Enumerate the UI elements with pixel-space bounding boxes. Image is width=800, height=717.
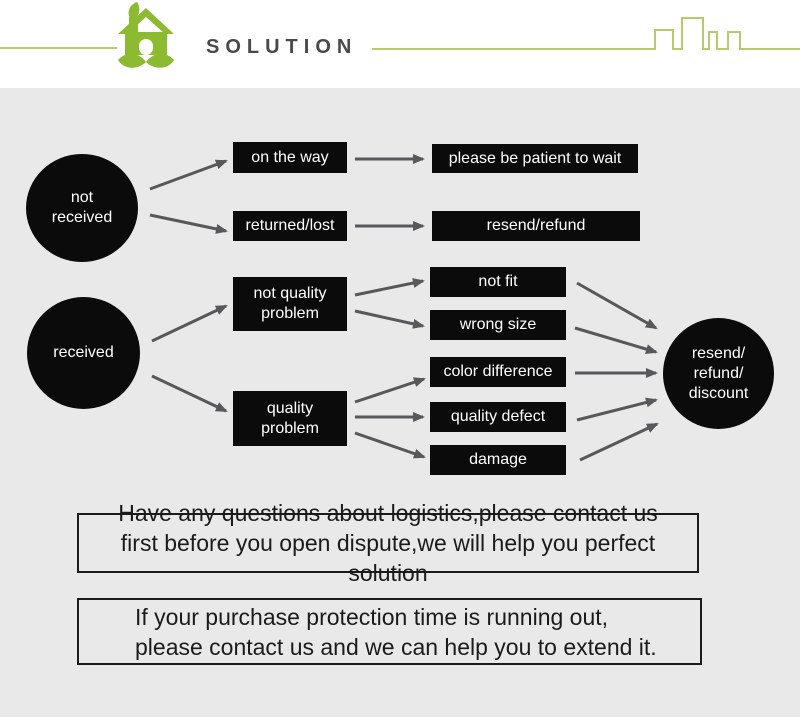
node-quality-defect: quality defect <box>430 402 566 432</box>
node-on-the-way: on the way <box>233 142 347 173</box>
node-not-received: not received <box>26 154 138 262</box>
note-logistics-line2: first before you open dispute,we will he… <box>120 530 656 586</box>
arrow-quality-defect-to-outcome <box>576 397 658 422</box>
header-left-line <box>0 47 117 49</box>
node-not-fit: not fit <box>430 267 566 297</box>
arrow-damage-to-outcome <box>579 422 659 462</box>
header-banner: SOLUTION <box>0 0 800 88</box>
flowchart: not received received resend/ refund/ di… <box>0 88 800 717</box>
arrow-nqp-to-not-fit <box>354 278 425 297</box>
note-protection-line1: If your purchase protection time is runn… <box>135 603 609 630</box>
arrow-qp-to-damage <box>354 431 426 459</box>
note-box-logistics: Have any questions about logistics,pleas… <box>77 500 699 586</box>
eco-house-icon <box>118 2 174 68</box>
arrow-wrong-size-to-outcome <box>574 326 658 354</box>
arrow-not-received-to-returned-lost <box>149 213 228 234</box>
node-resend-refund: resend/refund <box>432 211 640 241</box>
arrow-not-received-to-on-the-way <box>149 159 228 191</box>
node-wrong-size: wrong size <box>430 310 566 340</box>
arrow-received-to-not-quality-problem <box>151 304 228 343</box>
node-quality-problem: quality problem <box>233 391 347 446</box>
node-please-be-patient: please be patient to wait <box>432 144 638 173</box>
node-outcome: resend/ refund/ discount <box>663 318 774 429</box>
arrow-not-fit-to-outcome <box>576 281 658 330</box>
node-not-quality-problem: not quality problem <box>233 277 347 331</box>
note-logistics-line1: Have any questions about logistics,pleas… <box>118 500 658 526</box>
note-protection-line2: please contact us and we can help you to… <box>135 633 657 660</box>
arrow-nqp-to-wrong-size <box>354 309 425 329</box>
page-title: SOLUTION <box>206 36 358 58</box>
note-box-protection: If your purchase protection time is runn… <box>77 598 702 665</box>
arrow-qp-to-color-difference <box>354 377 426 404</box>
arrow-received-to-quality-problem <box>151 374 228 413</box>
node-returned-lost: returned/lost <box>233 211 347 241</box>
node-color-difference: color difference <box>430 357 566 387</box>
node-damage: damage <box>430 445 566 475</box>
node-received: received <box>27 297 140 409</box>
flow-arrows-layer <box>149 154 659 462</box>
city-skyline-icon <box>372 17 800 50</box>
